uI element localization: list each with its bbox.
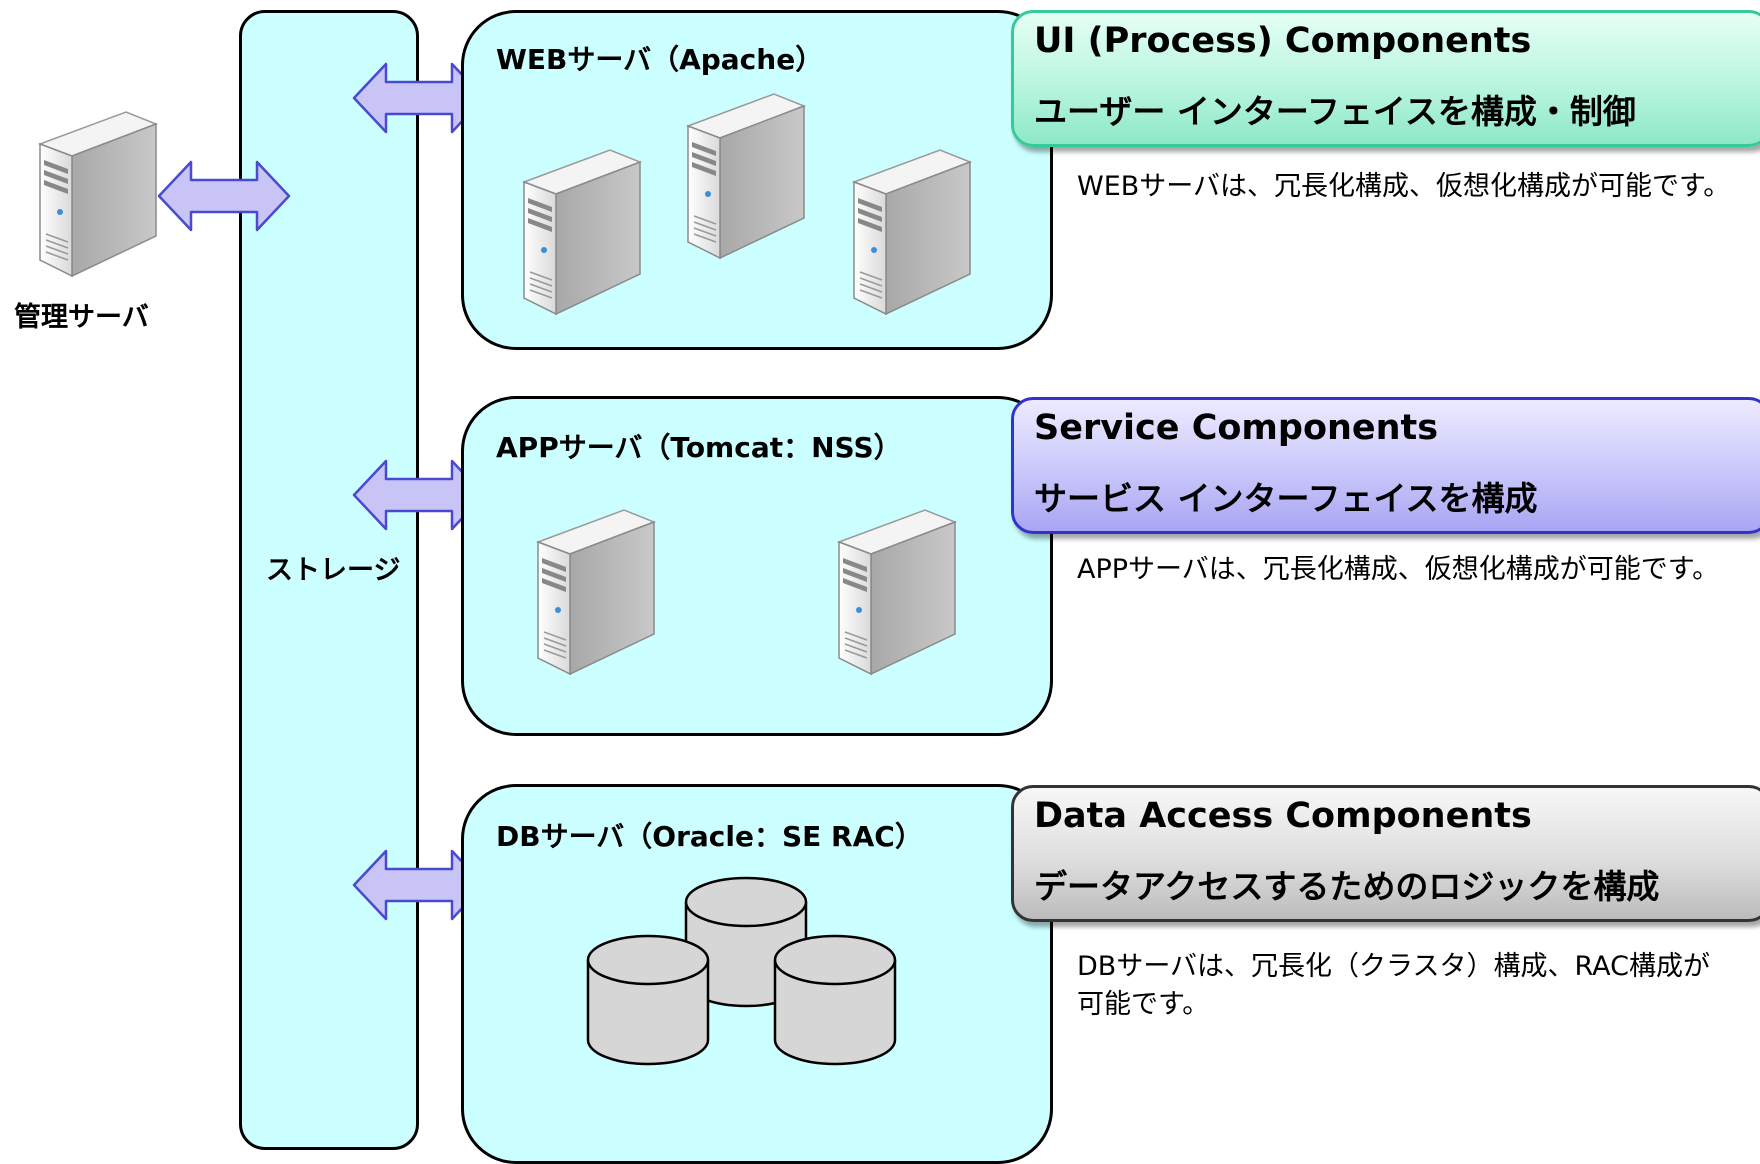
storage-label: ストレージ bbox=[266, 555, 401, 586]
db-server-description: DBサーバは、冗長化（クラスタ）構成、RAC構成が可能です。 bbox=[1077, 951, 1711, 1020]
callout-title: Service Components bbox=[1034, 408, 1439, 448]
database-icon bbox=[773, 934, 897, 1066]
callout-title: Data Access Components bbox=[1034, 796, 1532, 836]
app-server-description: APPサーバは、冗長化構成、仮想化構成が可能です。 bbox=[1077, 554, 1720, 585]
server-icon bbox=[850, 148, 974, 318]
data-access-components-callout: Data Access Components データアクセスするためのロジックを… bbox=[1011, 785, 1760, 922]
server-icon bbox=[684, 92, 808, 262]
callout-subtitle: サービス インターフェイスを構成 bbox=[1034, 479, 1538, 518]
double-arrow-icon bbox=[157, 160, 291, 232]
server-icon bbox=[36, 110, 160, 280]
callout-title: UI (Process) Components bbox=[1034, 21, 1532, 61]
app-server-title: APPサーバ（Tomcat：NSS） bbox=[496, 431, 902, 464]
service-components-callout: Service Components サービス インターフェイスを構成 bbox=[1011, 397, 1760, 534]
management-server-label: 管理サーバ bbox=[14, 302, 149, 333]
ui-components-callout: UI (Process) Components ユーザー インターフェイスを構成… bbox=[1011, 10, 1760, 147]
server-icon bbox=[835, 508, 959, 678]
server-icon bbox=[534, 508, 658, 678]
db-server-title: DBサーバ（Oracle：SE RAC） bbox=[496, 820, 923, 853]
callout-subtitle: ユーザー インターフェイスを構成・制御 bbox=[1034, 92, 1636, 131]
server-icon bbox=[520, 148, 644, 318]
web-server-title: WEBサーバ（Apache） bbox=[496, 43, 824, 76]
callout-subtitle: データアクセスするためのロジックを構成 bbox=[1034, 867, 1660, 906]
database-icon bbox=[586, 934, 710, 1066]
web-server-description: WEBサーバは、冗長化構成、仮想化構成が可能です。 bbox=[1077, 171, 1731, 202]
